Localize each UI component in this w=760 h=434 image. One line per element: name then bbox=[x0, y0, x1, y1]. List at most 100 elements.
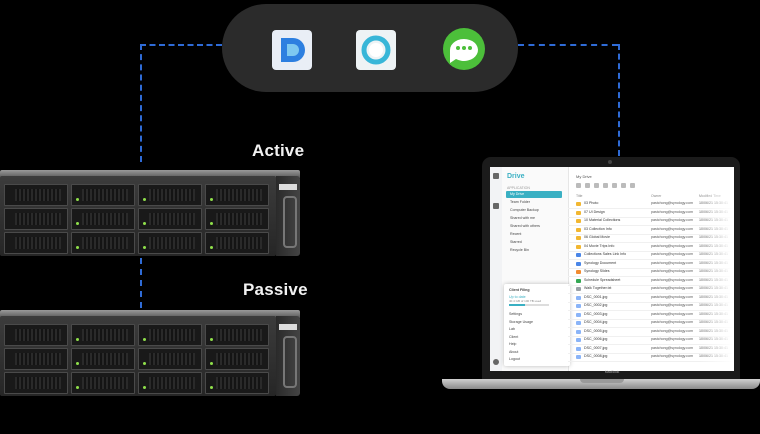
chat-app-icon[interactable] bbox=[440, 26, 488, 74]
file-name: 03 Photo bbox=[584, 201, 599, 205]
popup-menu-item[interactable]: Help bbox=[509, 342, 517, 346]
usage-bar bbox=[509, 304, 549, 306]
user-avatar[interactable] bbox=[493, 359, 499, 365]
popup-menu-item[interactable]: About bbox=[509, 349, 519, 354]
file-name: 03 Collection Info bbox=[584, 226, 612, 231]
drive-bay bbox=[138, 348, 202, 370]
drive-bay bbox=[205, 232, 269, 254]
office-app-icon[interactable] bbox=[352, 26, 400, 74]
file-name: Collections Sales Link Info bbox=[584, 252, 627, 256]
drive-bay bbox=[71, 324, 135, 346]
file-name: DSC_0003.jpg bbox=[584, 311, 608, 316]
drive-bay bbox=[71, 232, 135, 254]
file-owner: pastchong@synology.com bbox=[651, 277, 693, 282]
edge-fade bbox=[700, 167, 734, 371]
drive-bay bbox=[138, 372, 202, 394]
drive-bay bbox=[205, 324, 269, 346]
popup-menu-item[interactable]: Client bbox=[509, 334, 519, 339]
popup-title: Client Filing bbox=[509, 288, 530, 292]
grid-icon[interactable] bbox=[493, 173, 499, 179]
more-icon[interactable] bbox=[630, 183, 635, 188]
bell-icon[interactable] bbox=[493, 203, 499, 209]
sidebar-item[interactable]: Shared with me bbox=[510, 216, 535, 220]
connector-line bbox=[618, 44, 620, 156]
drive-bay bbox=[205, 184, 269, 206]
popup-menu-item[interactable]: Settings bbox=[509, 312, 522, 316]
passive-label: Passive bbox=[243, 280, 308, 299]
drive-bay bbox=[138, 232, 202, 254]
new-icon[interactable] bbox=[576, 183, 581, 188]
file-owner: pastchong@synology.com bbox=[651, 260, 693, 265]
file-owner: pastchong@synology.com bbox=[651, 286, 693, 290]
sidebar-item[interactable]: Starred bbox=[510, 240, 522, 244]
file-name: DSC_0002.jpg bbox=[584, 303, 608, 307]
file-name: 07 UI Design bbox=[584, 209, 605, 214]
popup-menu-item[interactable]: Storage Usage bbox=[509, 319, 533, 324]
connector-line bbox=[140, 44, 222, 46]
file-owner: pastchong@synology.com bbox=[651, 303, 693, 307]
sidebar-item[interactable]: Shared with others bbox=[510, 224, 540, 228]
drive-bay bbox=[71, 184, 135, 206]
image-icon bbox=[576, 321, 581, 325]
share-icon[interactable] bbox=[612, 183, 617, 188]
file-icon bbox=[576, 287, 581, 291]
file-owner: pastchong@synology.com bbox=[651, 320, 693, 324]
passive-server-rack bbox=[0, 310, 302, 396]
file-owner: pastchong@synology.com bbox=[651, 201, 693, 205]
file-name: Synology Slides bbox=[584, 269, 610, 273]
drive-bay bbox=[138, 208, 202, 230]
drive-bay bbox=[4, 208, 68, 230]
drive-bay bbox=[71, 348, 135, 370]
laptop-brand-label: MacBook bbox=[604, 370, 620, 374]
popup-menu-item[interactable]: Logout bbox=[509, 357, 520, 361]
sidebar-item[interactable]: Recent bbox=[510, 232, 522, 236]
popup-usage: 40.4 GB of 100 TB used bbox=[509, 299, 542, 303]
file-owner: pastchong@synology.com bbox=[651, 311, 693, 316]
file-name: Walk Together.txt bbox=[584, 286, 612, 290]
file-owner: pastchong@synology.com bbox=[651, 345, 693, 350]
connector-line bbox=[518, 44, 618, 46]
file-owner: pastchong@synology.com bbox=[651, 226, 693, 231]
file-owner: pastchong@synology.com bbox=[651, 243, 693, 248]
file-owner: pastchong@synology.com bbox=[651, 252, 693, 256]
upload-icon[interactable] bbox=[585, 183, 590, 188]
drive-bay bbox=[71, 372, 135, 394]
delete-icon[interactable] bbox=[621, 183, 626, 188]
drive-app-icon[interactable] bbox=[268, 26, 316, 74]
link-icon[interactable] bbox=[594, 183, 599, 188]
drive-bay bbox=[205, 348, 269, 370]
drive-bay bbox=[4, 184, 68, 206]
image-icon bbox=[576, 355, 581, 359]
folder-icon bbox=[576, 202, 581, 206]
drive-bay bbox=[205, 208, 269, 230]
edit-icon[interactable] bbox=[603, 183, 608, 188]
camera bbox=[608, 160, 612, 164]
image-icon bbox=[576, 329, 581, 334]
account-popup: Client Filing Up to date 40.4 GB of 100 … bbox=[504, 284, 570, 366]
sidebar-item[interactable]: Team Folder bbox=[510, 200, 530, 204]
drive-bay bbox=[4, 348, 68, 370]
file-name: 06 Global Movie bbox=[584, 235, 610, 239]
column-header-name[interactable]: Title bbox=[576, 194, 583, 198]
laptop-base bbox=[442, 379, 760, 389]
sidebar-item[interactable]: Computer Backup bbox=[510, 208, 539, 212]
file-name: Schedule Spreadsheet bbox=[584, 277, 621, 282]
folder-icon bbox=[576, 244, 581, 249]
sidebar-item[interactable]: Recycle Bin bbox=[510, 248, 529, 252]
connector-line bbox=[140, 258, 142, 308]
file-name: Synology Document bbox=[584, 260, 617, 265]
sidebar-item[interactable]: My Drive bbox=[506, 191, 562, 198]
file-owner: pastchong@synology.com bbox=[651, 269, 693, 273]
file-name: DSC_0004.jpg bbox=[584, 320, 608, 324]
drive-bay bbox=[138, 324, 202, 346]
image-icon bbox=[576, 338, 581, 342]
image-icon bbox=[576, 312, 581, 317]
file-name: DSC_0001.jpg bbox=[584, 294, 608, 299]
file-owner: pastchong@synology.com bbox=[651, 209, 693, 214]
file-name: 10 Material Collections bbox=[584, 218, 621, 222]
popup-menu-item[interactable]: Lab bbox=[509, 327, 515, 331]
column-header-owner[interactable]: Owner bbox=[651, 194, 662, 198]
